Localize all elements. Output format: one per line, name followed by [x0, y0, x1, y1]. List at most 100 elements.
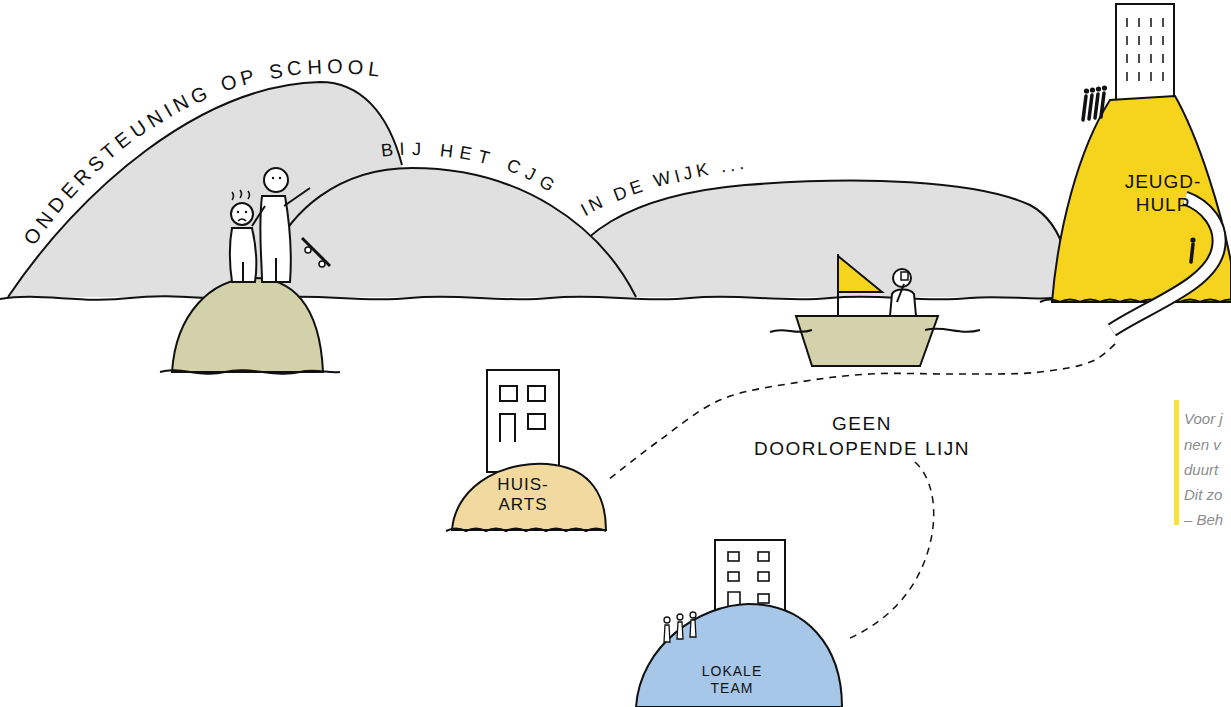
person-figure — [690, 620, 696, 637]
hill-letter: N — [586, 193, 605, 215]
hill-letter: E — [458, 144, 473, 164]
hill-letter: U — [127, 117, 150, 142]
hill-letter — [207, 78, 219, 99]
island-mound — [636, 604, 842, 707]
dashed-connector — [610, 340, 1119, 478]
hill-letter: J — [522, 164, 538, 184]
window-mark — [1126, 72, 1128, 81]
island-mound: HUIS- ARTS — [445, 365, 610, 545]
person-head — [1084, 88, 1089, 93]
road — [1112, 198, 1219, 330]
window-mark — [1150, 54, 1152, 63]
hill-letter: O — [347, 57, 364, 78]
quote-fragment: – Beh — [1184, 511, 1223, 528]
person-figure — [1083, 96, 1086, 120]
window-mark — [1162, 18, 1164, 27]
person-head — [677, 614, 683, 620]
person-figure — [1095, 94, 1098, 118]
window-mark — [1138, 18, 1140, 27]
hill-fill — [556, 181, 1072, 297]
building-window — [728, 572, 739, 581]
building-window — [758, 594, 769, 603]
hill-letter: G — [536, 172, 557, 195]
building-window — [758, 552, 769, 561]
connector-label: GEEN DOORLOPENDE LIJN — [750, 412, 974, 461]
hill-letter — [710, 159, 718, 178]
hill-letter: C — [286, 58, 303, 79]
hill-letter: I — [400, 140, 406, 158]
building-window — [528, 386, 545, 401]
hill-letter — [427, 140, 433, 158]
hill-outline — [262, 168, 636, 297]
quote-fragment: Voor j — [1184, 410, 1223, 427]
hill-letter: W — [652, 169, 673, 191]
window-mark — [1138, 54, 1140, 63]
boat-hull — [796, 316, 938, 366]
window-mark — [1150, 36, 1152, 45]
building-window — [528, 414, 545, 429]
person-head — [1190, 237, 1195, 242]
quote-bar — [1174, 400, 1179, 525]
building-window — [500, 386, 517, 401]
window-mark — [1126, 18, 1128, 27]
quote-fragment: duurt — [1184, 461, 1218, 478]
hill-letter: S — [267, 60, 284, 82]
tower-building — [1116, 4, 1174, 100]
hill-fill — [262, 168, 636, 297]
island-label: HUIS- ARTS — [491, 475, 555, 516]
island-label: JEUGD- HULP — [1121, 171, 1205, 217]
island-wave — [160, 370, 340, 373]
window-mark — [1126, 36, 1128, 45]
hill-shape: BIJ HET CJG — [255, 140, 640, 302]
hill-letter: T — [476, 147, 491, 167]
hill-letter: O — [327, 56, 343, 76]
hill-letter: H — [307, 56, 322, 77]
boat-wave — [770, 329, 980, 332]
quote-fragment: nen v — [1184, 436, 1221, 453]
person-figure — [1101, 93, 1104, 117]
island-mountain: JEUGD- HULP — [1050, 0, 1231, 340]
hill-letter: B — [380, 141, 394, 160]
hill-letter: . — [737, 154, 745, 173]
hill-letter — [493, 152, 503, 171]
hill-letter: D — [611, 183, 630, 204]
island-label: LOKALE TEAM — [697, 663, 767, 697]
person-figure — [664, 625, 670, 642]
hill-letter: J — [412, 140, 421, 158]
hill-letter — [643, 175, 653, 194]
island-wave — [1040, 300, 1231, 303]
hill-letter: E — [627, 177, 644, 198]
building-window — [758, 572, 769, 581]
hill-letter: . — [719, 157, 727, 176]
hill-letter: . — [728, 156, 736, 175]
window-mark — [1138, 36, 1140, 45]
node-outline — [1050, 0, 1231, 340]
quote-fragment: Dit zo — [1184, 486, 1222, 503]
window-mark — [1138, 72, 1140, 81]
person-head — [664, 617, 670, 623]
building-door — [500, 414, 515, 442]
island-mound: LOKALE TEAM — [630, 535, 845, 707]
hill-letter: N — [143, 106, 166, 131]
office-building — [487, 370, 559, 472]
hill-letter: J — [682, 164, 695, 184]
hill-outline — [556, 181, 1072, 297]
island-wave — [446, 529, 606, 532]
leader-line — [846, 462, 934, 640]
window-mark — [1162, 54, 1164, 63]
person-head — [1102, 85, 1107, 90]
node-outline — [255, 140, 640, 302]
person-head — [690, 612, 696, 618]
hill-letter: O — [218, 71, 239, 95]
hill-letter: K — [695, 160, 710, 180]
window-mark — [1162, 72, 1164, 81]
hill-letter: L — [367, 59, 381, 80]
person-figure — [677, 622, 683, 639]
building-window — [728, 552, 739, 561]
island-mound — [452, 464, 606, 530]
hill-letter: N — [170, 91, 192, 115]
hill-letter: H — [439, 141, 454, 160]
hill-letter — [256, 63, 266, 84]
hill-letter: C — [504, 156, 523, 178]
